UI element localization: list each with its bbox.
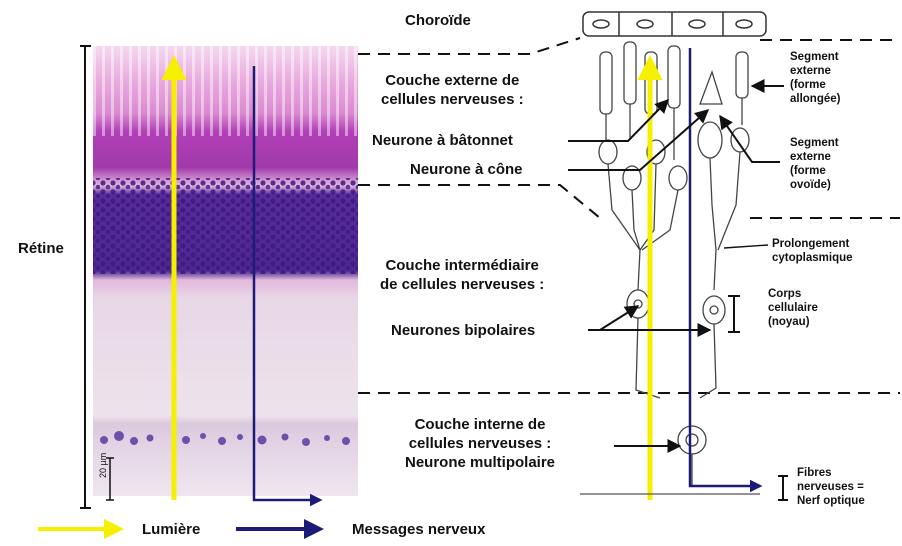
histology-image	[93, 46, 358, 496]
label-couche-interne: Couche interne de cellules nerveuses : N…	[405, 415, 555, 472]
label-segment-externe-allonge: Segment externe (forme allongée)	[790, 50, 840, 106]
label-corps-cellulaire: Corps cellulaire (noyau)	[768, 287, 818, 329]
label-scale-bar: 20 µm	[96, 453, 110, 478]
label-neurones-bipolaires: Neurones bipolaires	[391, 321, 535, 340]
label-choroide: Choroïde	[405, 11, 471, 30]
label-fibres: Fibres nerveuses = Nerf optique	[797, 466, 865, 508]
photoreceptor-schematic	[599, 42, 749, 486]
retina-bracket	[80, 46, 91, 508]
label-neurone-cone: Neurone à cône	[410, 160, 523, 179]
label-couche-externe: Couche externe de cellules nerveuses :	[381, 71, 524, 109]
label-neurone-batonnet: Neurone à bâtonnet	[372, 131, 513, 150]
label-retine: Rétine	[18, 239, 64, 258]
label-couche-intermediaire: Couche intermédiaire de cellules nerveus…	[380, 256, 544, 294]
nerve-arrow-schematic	[690, 48, 760, 486]
label-prolongement: Prolongement cytoplasmique	[772, 237, 853, 265]
choroid-cells	[583, 12, 766, 36]
legend-messages: Messages nerveux	[352, 520, 485, 539]
label-segment-externe-ovoide: Segment externe (forme ovoïde)	[790, 136, 839, 192]
legend-lumiere: Lumière	[142, 520, 200, 539]
